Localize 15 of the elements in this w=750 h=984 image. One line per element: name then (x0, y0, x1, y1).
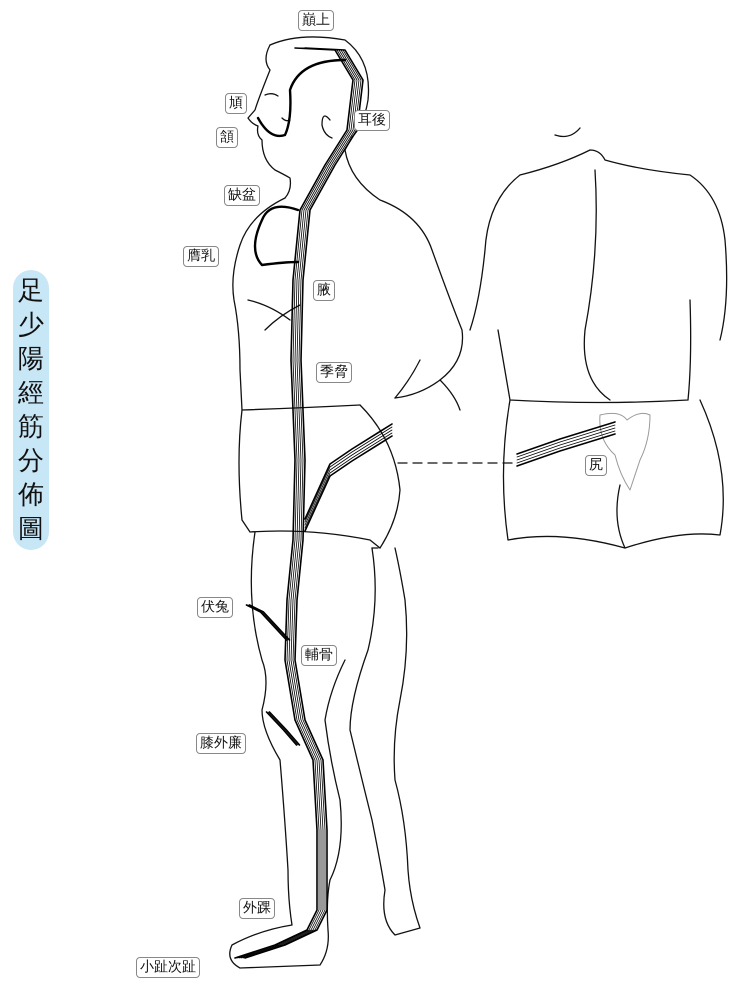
body-part-label: 膺乳 (183, 246, 219, 267)
body-part-label: 膝外廉 (196, 733, 246, 754)
diagram-title: 足少陽經筋分佈圖 (13, 270, 49, 550)
body-part-label: 腋 (313, 280, 335, 301)
body-part-label: 頄 (225, 93, 247, 114)
body-part-label: 缺盆 (224, 185, 260, 206)
body-part-label: 輔骨 (301, 645, 337, 666)
body-part-label: 季脅 (316, 362, 352, 383)
body-part-label: 頷 (216, 127, 238, 148)
body-part-label: 外踝 (239, 898, 275, 919)
body-part-label: 巔上 (298, 10, 334, 31)
body-part-label: 尻 (585, 455, 607, 476)
body-part-label: 小趾次趾 (136, 957, 200, 978)
body-part-label: 耳後 (354, 110, 390, 131)
body-part-label: 伏兔 (197, 597, 233, 618)
